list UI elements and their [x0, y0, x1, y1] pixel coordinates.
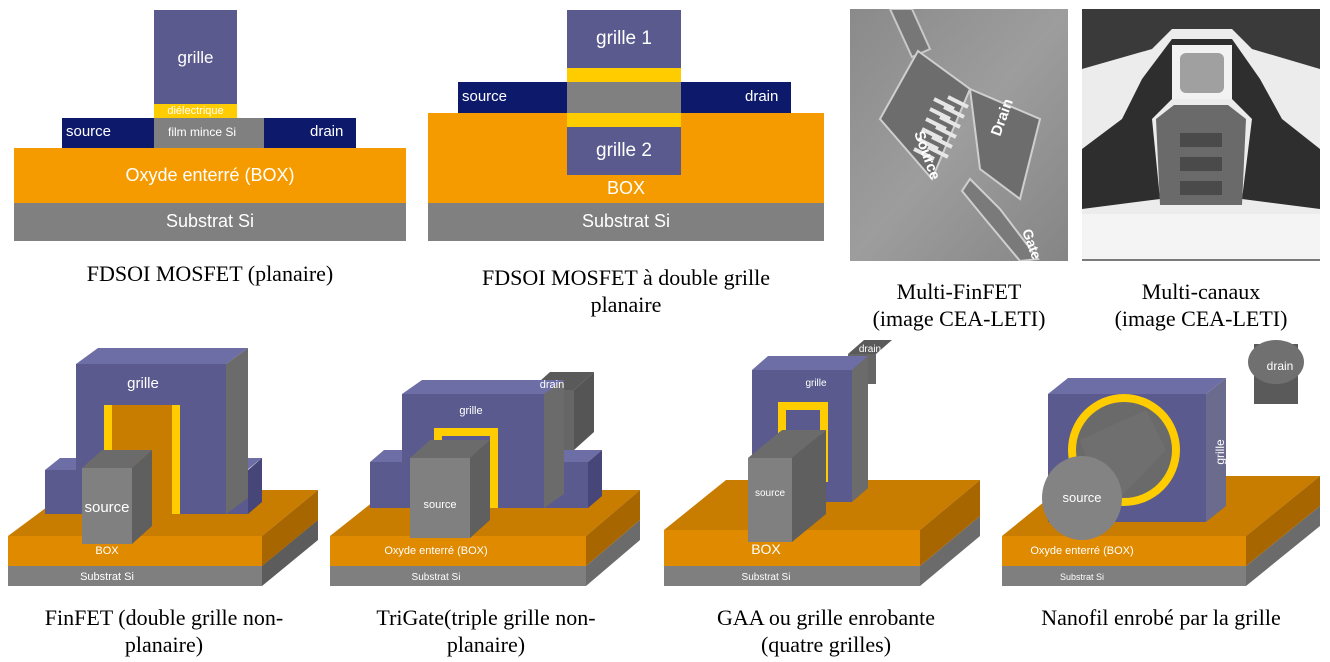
planar-dielectric-layer [154, 104, 237, 118]
planar-substrate-label: Substrat Si [165, 211, 255, 231]
trigate-caption-line2: planaire) [446, 632, 526, 657]
planar-gate-label: grille [177, 48, 214, 67]
double-source-block [458, 82, 567, 113]
planar-substrate [14, 203, 406, 241]
nanofil-source-label: source [1062, 490, 1101, 505]
trigate-substrate-label: Substrat Si [412, 572, 461, 583]
trigate-drain-label: drain [540, 379, 564, 391]
planar-oxide-label: Oxyde enterré (BOX) [125, 165, 295, 185]
planar-buried-oxide [14, 148, 406, 203]
finfet-gate-label: grille [127, 375, 159, 392]
trigate-source-label: source [423, 499, 456, 511]
gaa-gate-label: grille [805, 378, 827, 389]
planar-drain-label: drain [310, 123, 344, 140]
multi-canaux-image [1082, 9, 1320, 261]
bottom-dielectric [567, 113, 681, 127]
gaa-box-label: BOX [751, 541, 781, 557]
nanofil-drain-label: drain [1267, 359, 1294, 373]
double-source-label: source [462, 88, 508, 105]
multi-canaux-caption-line2: (image CEA-LETI) [1114, 306, 1288, 331]
gaa-caption-line1: GAA ou grille enrobante [716, 605, 936, 630]
gaa-caption-line2: (quatre grilles) [760, 632, 892, 657]
gaa-3d-svg: drain grille source BOX Substrat Si [664, 340, 980, 586]
planar-drain-block [264, 118, 356, 148]
trigate-3d-svg: drain grille source Oxyde enterré (BOX) … [330, 372, 640, 586]
gate2-block [567, 127, 681, 175]
gate1-label: grille 1 [596, 28, 652, 49]
trigate-oxide-label: Oxyde enterré (BOX) [384, 545, 487, 557]
multi-finfet-image: Drain Source Gate [850, 9, 1068, 261]
nanofil-caption: Nanofil enrobé par la grille [1041, 605, 1281, 630]
double-box-label: BOX [606, 178, 645, 198]
finfet-caption-line2: planaire) [124, 632, 204, 657]
double-substrate-label: Substrat Si [581, 211, 671, 231]
nanofil-oxide-label: Oxyde enterré (BOX) [1030, 545, 1133, 557]
gate1-block [567, 10, 681, 68]
top-dielectric [567, 68, 681, 82]
double-drain-label: drain [745, 88, 779, 105]
double-caption-line1: FDSOI MOSFET à double grille [481, 265, 771, 290]
finfet-source-label: source [84, 499, 129, 516]
multi-finfet-caption-line2: (image CEA-LETI) [872, 306, 1046, 331]
nanofil-substrate-label: Substrat Si [1060, 572, 1104, 582]
multi-finfet-caption-line1: Multi-FinFET [896, 279, 1022, 304]
double-caption-line2: planaire [590, 292, 662, 317]
planar-source-label: source [66, 123, 112, 140]
planar-si-film [154, 118, 264, 148]
double-drain-block [681, 82, 791, 113]
double-substrate [428, 203, 824, 241]
planar-source-block [62, 118, 154, 148]
trigate-caption-line1: TriGate(triple grille non- [376, 605, 596, 630]
multi-canaux-caption-line1: Multi-canaux [1141, 279, 1261, 304]
double-si-film [567, 82, 681, 113]
planar-dielectric-label: diélectrique [167, 105, 224, 117]
trigate-gate-label: grille [459, 405, 482, 417]
gaa-drain-label: drain [859, 344, 881, 355]
finfet-box-label: BOX [95, 545, 119, 557]
finfet-substrate-label: Substrat Si [80, 571, 134, 583]
gaa-source-label: source [755, 488, 785, 499]
finfet-caption-line1: FinFET (double grille non- [44, 605, 284, 630]
planar-film-label: film mince Si [168, 125, 237, 139]
gaa-substrate-label: Substrat Si [742, 572, 791, 583]
planar-caption: FDSOI MOSFET (planaire) [86, 261, 334, 286]
finfet-3d-svg: grille source BOX Substrat Si [8, 348, 318, 586]
planar-gate-block [154, 10, 237, 104]
nanofil-gate-label: grille [1213, 439, 1227, 465]
gate2-label: grille 2 [596, 140, 652, 161]
nanofil-3d-svg: drain grille source Oxyde enterré (BOX) … [1002, 340, 1320, 586]
